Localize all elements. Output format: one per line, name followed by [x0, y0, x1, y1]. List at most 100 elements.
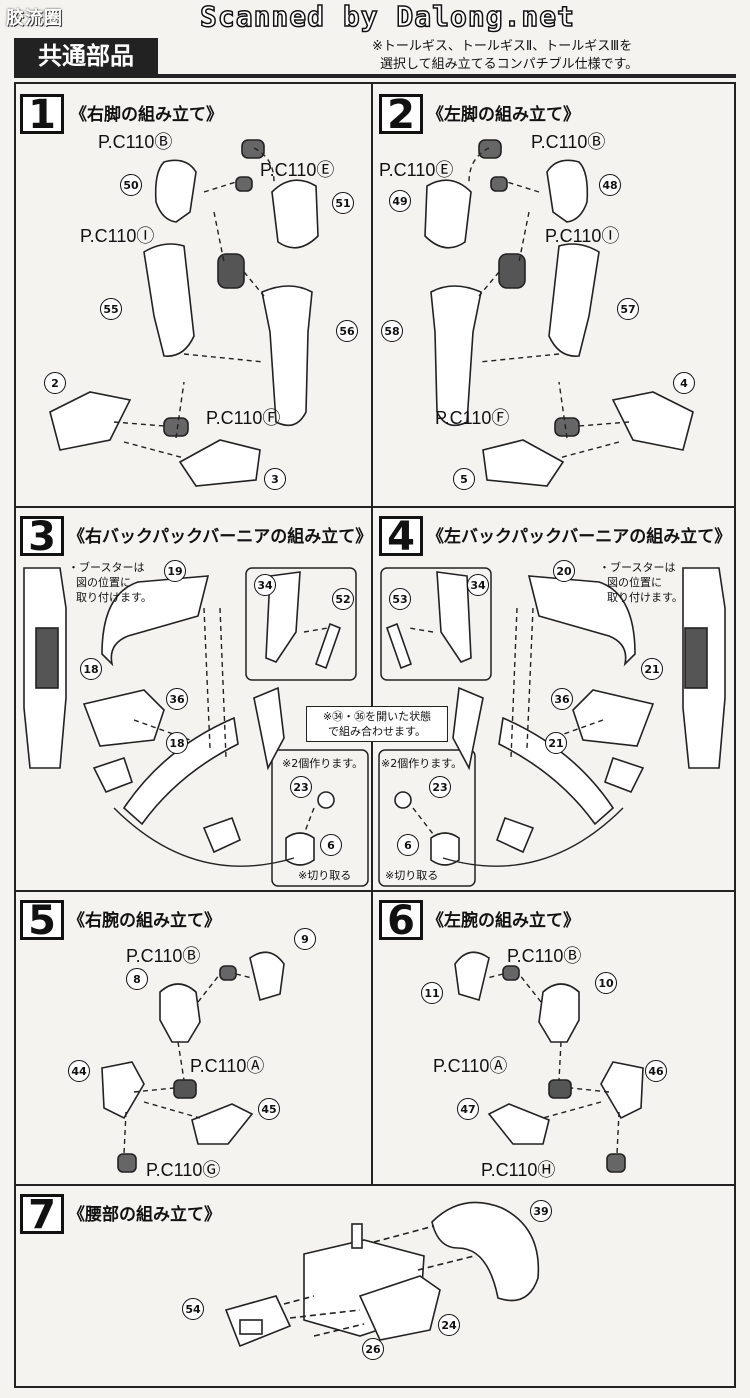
part-18-callout-b: 18 [166, 732, 188, 754]
part-57-callout: 57 [617, 298, 639, 320]
part-55-callout: 55 [100, 298, 122, 320]
step-1-pc-i-label: P.C110Ⓘ [80, 226, 155, 246]
section-title: 共通部品 [14, 38, 158, 74]
part-11-callout: 11 [421, 982, 443, 1004]
step-6-pc-h-label: P.C110Ⓗ [481, 1160, 556, 1180]
step-3-booster-note-line3: 取り付けます。 [76, 591, 152, 604]
part-51-callout: 51 [332, 192, 354, 214]
step-7-diagram [224, 1201, 540, 1348]
part-48-callout: 48 [599, 174, 621, 196]
step-4-booster-note-line2: 図の位置に [607, 576, 662, 589]
part-10-callout: 10 [595, 972, 617, 994]
step-7-panel: 7 《腰部の組み立て》 39 54 24 26 [14, 1186, 736, 1388]
step-2-diagram [424, 139, 694, 487]
step-2-number: 2 [379, 94, 423, 135]
step-3-booster-note-line2: 図の位置に [76, 576, 131, 589]
part-21-callout-a: 21 [641, 658, 663, 680]
step-3-title: 《右バックパックバーニアの組み立て》 [68, 527, 373, 547]
part-18-callout-a: 18 [80, 658, 102, 680]
part-2-callout: 2 [44, 372, 66, 394]
step-2-pc-f-label: P.C110Ⓕ [435, 408, 510, 428]
step-6-diagram [454, 951, 644, 1173]
part-6-callout-left: 6 [397, 834, 419, 856]
step-5-diagram [101, 951, 285, 1173]
part-46-callout: 46 [645, 1060, 667, 1082]
step-6-pc-a-label: P.C110Ⓐ [433, 1056, 508, 1076]
step-1-pc-e-label: P.C110Ⓔ [260, 160, 335, 180]
part-39-callout: 39 [530, 1200, 552, 1222]
part-9-callout: 9 [294, 928, 316, 950]
watermark-scanner-credit: Scanned by Dalong.net [199, 0, 576, 34]
open-parts-note-line1: ※㉞・㊱を開いた状態 [322, 710, 432, 723]
step-1-title: 《右脚の組み立て》 [70, 105, 223, 125]
header-note-line1: ※トールギス、トールギスⅡ、トールギスⅢを [372, 39, 633, 54]
part-34-callout-left: 34 [467, 574, 489, 596]
part-47-callout: 47 [457, 1098, 479, 1120]
part-21-callout-b: 21 [545, 732, 567, 754]
step-4-diagram [378, 567, 726, 887]
step-4-booster-note-line3: 取り付けます。 [607, 591, 683, 604]
step-1-pc-f-label: P.C110Ⓕ [206, 408, 281, 428]
part-20-callout: 20 [553, 560, 575, 582]
part-26-callout: 26 [362, 1338, 384, 1360]
part-45-callout: 45 [258, 1098, 280, 1120]
step-1-pc-b-label: P.C110Ⓑ [98, 132, 173, 152]
step-6-number: 6 [379, 900, 423, 941]
step-4-make-two-note: ※2個作ります。 [381, 757, 463, 770]
step-2-panel: 2 《左脚の組み立て》 P.C110Ⓔ P.C110Ⓑ P.C110Ⓘ P.C1… [373, 82, 736, 506]
step-4-panel: 4 《左バックパックバーニアの組み立て》 53 34 20 ・ブースターは [373, 508, 736, 890]
column-divider-top [371, 82, 373, 1184]
part-36-callout-left: 36 [551, 688, 573, 710]
part-36-callout: 36 [166, 688, 188, 710]
step-5-pc-b-label: P.C110Ⓑ [126, 946, 201, 966]
watermark-site-logo: 胶流圈 [6, 8, 63, 29]
step-7-number: 7 [20, 1194, 64, 1235]
step-1-diagram [49, 139, 319, 487]
step-2-pc-e-label: P.C110Ⓔ [379, 160, 454, 180]
part-56-callout: 56 [336, 320, 358, 342]
part-53-callout: 53 [389, 588, 411, 610]
step-5-panel: 5 《右腕の組み立て》 P.C110Ⓑ 9 8 P.C110Ⓐ 44 45 P.… [14, 892, 371, 1184]
part-49-callout: 49 [389, 190, 411, 212]
step-2-pc-i-label: P.C110Ⓘ [545, 226, 620, 246]
step-4-cut-note: ※切り取る [385, 869, 439, 882]
part-50-callout: 50 [120, 174, 142, 196]
step-5-number: 5 [20, 900, 64, 941]
row-divider-1 [14, 506, 736, 508]
step-4-number: 4 [379, 516, 423, 557]
step-2-title: 《左脚の組み立て》 [427, 105, 580, 125]
step-5-title: 《右腕の組み立て》 [68, 911, 221, 931]
instruction-frame [14, 82, 736, 1388]
step-2-pc-b-label: P.C110Ⓑ [531, 132, 606, 152]
part-58-callout: 58 [381, 320, 403, 342]
part-8-callout: 8 [126, 968, 148, 990]
part-44-callout: 44 [68, 1060, 90, 1082]
part-23-callout-left: 23 [429, 776, 451, 798]
part-5-callout: 5 [453, 468, 475, 490]
step-3-make-two-note: ※2個作ります。 [282, 757, 364, 770]
header-divider [14, 74, 736, 78]
step-1-panel: 1 《右脚の組み立て》 P.C110Ⓑ P.C110Ⓔ P.C110Ⓘ P.C1… [14, 82, 371, 506]
step-3-number: 3 [20, 516, 64, 557]
part-24-callout: 24 [438, 1314, 460, 1336]
step-7-title: 《腰部の組み立て》 [68, 1205, 221, 1225]
step-3-booster-note-line1: ・ブースターは [68, 561, 145, 574]
header-note-line2: 選択して組み立てるコンパチブル仕様です。 [380, 57, 639, 72]
step-4-booster-note: ・ブースターは 図の位置に 取り付けます。 [599, 560, 683, 605]
part-19-callout: 19 [164, 560, 186, 582]
open-parts-note-line2: で組み合わせます。 [328, 725, 426, 738]
header-note: ※トールギス、トールギスⅡ、トールギスⅢを 選択して組み立てるコンパチブル仕様で… [372, 38, 732, 74]
step-4-title: 《左バックパックバーニアの組み立て》 [427, 527, 732, 547]
part-6-callout: 6 [320, 834, 342, 856]
step-3-panel: 3 《右バックパックバーニアの組み立て》 ・ブースターは 図の [14, 508, 373, 890]
part-54-callout: 54 [182, 1298, 204, 1320]
step-4-booster-note-line1: ・ブースターは [599, 561, 676, 574]
step-6-title: 《左腕の組み立て》 [427, 911, 580, 931]
row-divider-3 [14, 1184, 736, 1186]
step-1-number: 1 [20, 94, 64, 135]
step-5-pc-a-label: P.C110Ⓐ [190, 1056, 265, 1076]
step-3-cut-note: ※切り取る [298, 869, 352, 882]
row-divider-2 [14, 890, 736, 892]
open-parts-note: ※㉞・㊱を開いた状態 で組み合わせます。 [306, 706, 448, 742]
step-5-pc-g-label: P.C110Ⓖ [146, 1160, 221, 1180]
